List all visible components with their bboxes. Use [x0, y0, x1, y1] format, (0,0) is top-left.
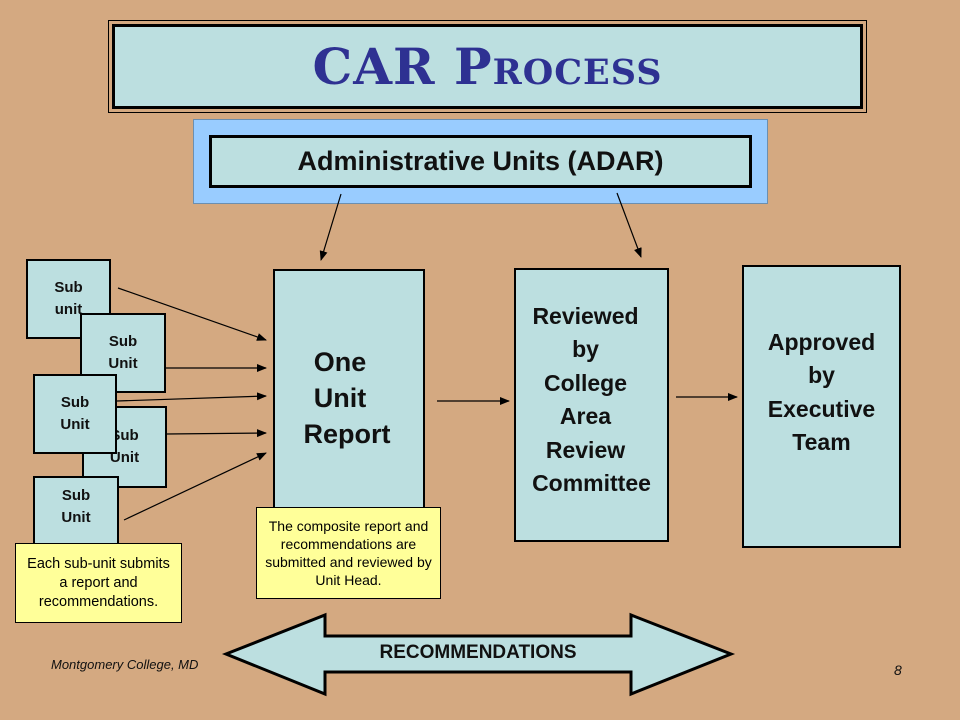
footer-college: Montgomery College, MD [51, 657, 199, 672]
sub-unit-1-line1: Sub [54, 279, 83, 296]
sub-unit-3-line1: Sub [60, 394, 90, 411]
admin-units-box: Administrative Units (ADAR) [209, 135, 752, 188]
slide-title: CAR Process [312, 37, 663, 96]
approved-line2: by [808, 362, 835, 388]
sub-unit-5-line2: Unit [61, 509, 91, 526]
one-unit-report-line2: Unit [313, 383, 367, 413]
sub-unit-1-line2: unit [54, 301, 83, 318]
reviewed-line5: Review [545, 436, 626, 463]
one-unit-report-line1: One [313, 347, 367, 377]
approved-line1: Approved [767, 328, 876, 355]
reviewed-line4: Area [559, 403, 612, 429]
composite-report-note: The composite report and recommendations… [256, 507, 441, 599]
arrow-subunit4-to-report [165, 429, 267, 438]
approved-line3: Executive [767, 395, 876, 422]
title-box: CAR Process [112, 24, 863, 109]
one-unit-report-box: One Unit Report [273, 269, 425, 537]
sub-unit-4-line1: Sub [110, 427, 139, 444]
arrow-subunit1-to-report [117, 287, 267, 341]
sub-unit-2-line2: Unit [108, 355, 138, 372]
composite-report-note-text: The composite report and recommendations… [265, 518, 432, 588]
page-number: 8 [894, 662, 902, 678]
approved-line4: Team [792, 429, 851, 455]
arrow-admin-to-report [319, 193, 342, 261]
reviewed-line3: College [543, 369, 628, 396]
arrow-subunit5-to-report [123, 452, 267, 521]
reviewed-line2: by [572, 336, 599, 362]
arrow-subunit3-to-report [116, 392, 267, 402]
sub-unit-2-line1: Sub [108, 333, 138, 350]
sub-unit-note: Each sub-unit submits a report and recom… [15, 543, 182, 623]
executive-team-box: Approved by Executive Team [742, 265, 901, 548]
sub-unit-4-line2: Unit [109, 449, 140, 466]
review-committee-box: Reviewed by College Area Review Committe… [514, 268, 669, 542]
arrow-admin-to-review [616, 192, 642, 258]
sub-unit-5-line1: Sub [61, 487, 91, 504]
recommendations-label: RECOMMENDATIONS [379, 642, 577, 663]
admin-units-label: Administrative Units (ADAR) [297, 146, 664, 176]
reviewed-line6: Committee [532, 470, 651, 496]
recommendations-double-arrow [221, 612, 736, 697]
reviewed-line1: Reviewed [532, 302, 639, 329]
sub-unit-3-line2: Unit [60, 416, 90, 433]
one-unit-report-line3: Report [303, 419, 391, 449]
sub-unit-note-text: Each sub-unit submits a report and recom… [27, 555, 170, 610]
